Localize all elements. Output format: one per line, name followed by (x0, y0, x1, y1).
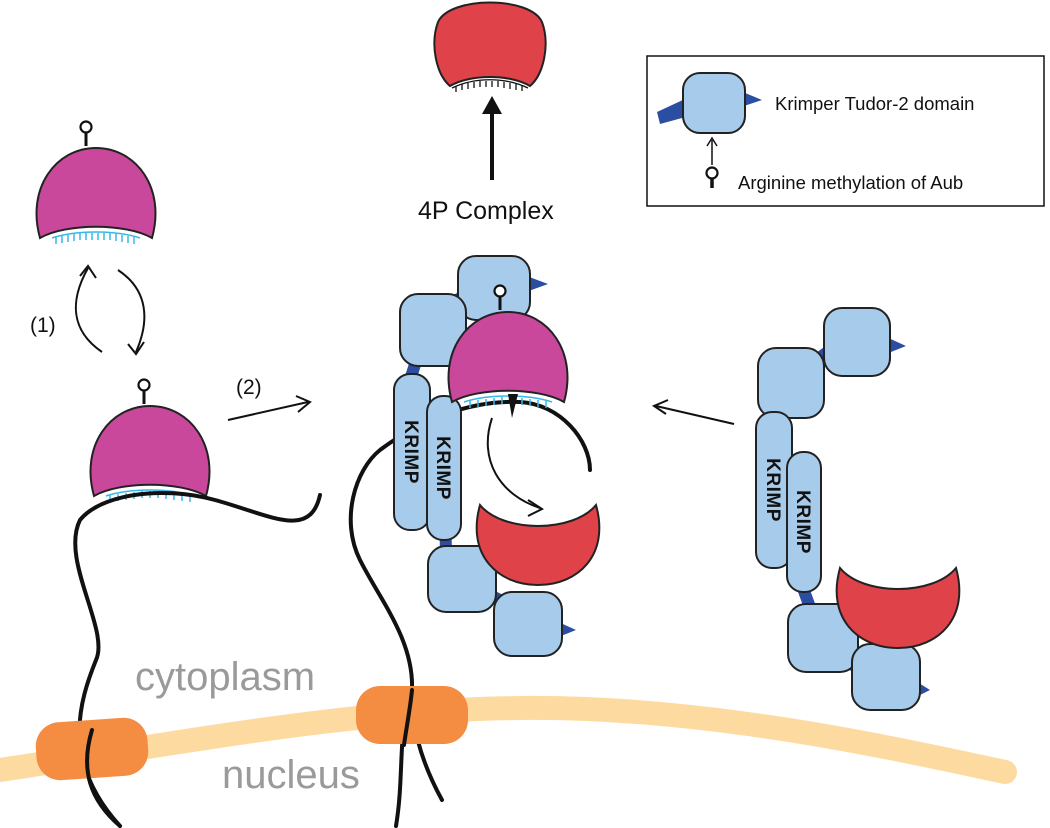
recruitment-arrow (651, 399, 735, 425)
svg-text:KRIMP: KRIMP (400, 420, 421, 484)
nuclear-envelope (0, 695, 1017, 784)
svg-text:KRIMP: KRIMP (762, 458, 783, 522)
nuclear-pore-left (35, 717, 149, 781)
aub-protein-bound (89, 378, 211, 502)
ago3-protein-released (433, 1, 547, 92)
nucleus-label: nucleus (222, 753, 360, 797)
legend-methylation-label: Arginine methylation of Aub (738, 172, 963, 193)
nuclear-pore-middle (356, 686, 468, 744)
legend: Krimper Tudor-2 domain Arginine methylat… (646, 55, 1045, 207)
pirna-ticks-top (51, 231, 141, 244)
svg-text:KRIMP: KRIMP (792, 490, 813, 554)
krimp-complex-right: KRIMP KRIMP (755, 307, 961, 711)
step-1-label: (1) (30, 314, 56, 337)
step-2-label: (2) (236, 376, 262, 399)
legend-tudor-icon (657, 72, 762, 134)
release-arrow (482, 96, 502, 180)
cycle-arrows (74, 264, 146, 356)
legend-tudor-label: Krimper Tudor-2 domain (775, 93, 974, 114)
step-2-arrow (227, 395, 312, 421)
cleavage-arrow (486, 417, 545, 517)
legend-methylation-icon (705, 166, 719, 188)
krimp-rod-1: KRIMP (393, 373, 431, 531)
svg-text:KRIMP: KRIMP (432, 436, 453, 500)
krimp-rod-2: KRIMP (426, 395, 462, 541)
legend-small-arrow (706, 136, 718, 165)
complex-label: 4P Complex (418, 197, 554, 225)
aub-protein-complex (447, 284, 569, 418)
transcript-left (73, 490, 322, 828)
aub-protein-top (35, 120, 157, 244)
krimp-rod-3: KRIMP (755, 411, 793, 569)
krimp-rod-4: KRIMP (786, 451, 822, 593)
cytoplasm-label: cytoplasm (135, 655, 315, 699)
